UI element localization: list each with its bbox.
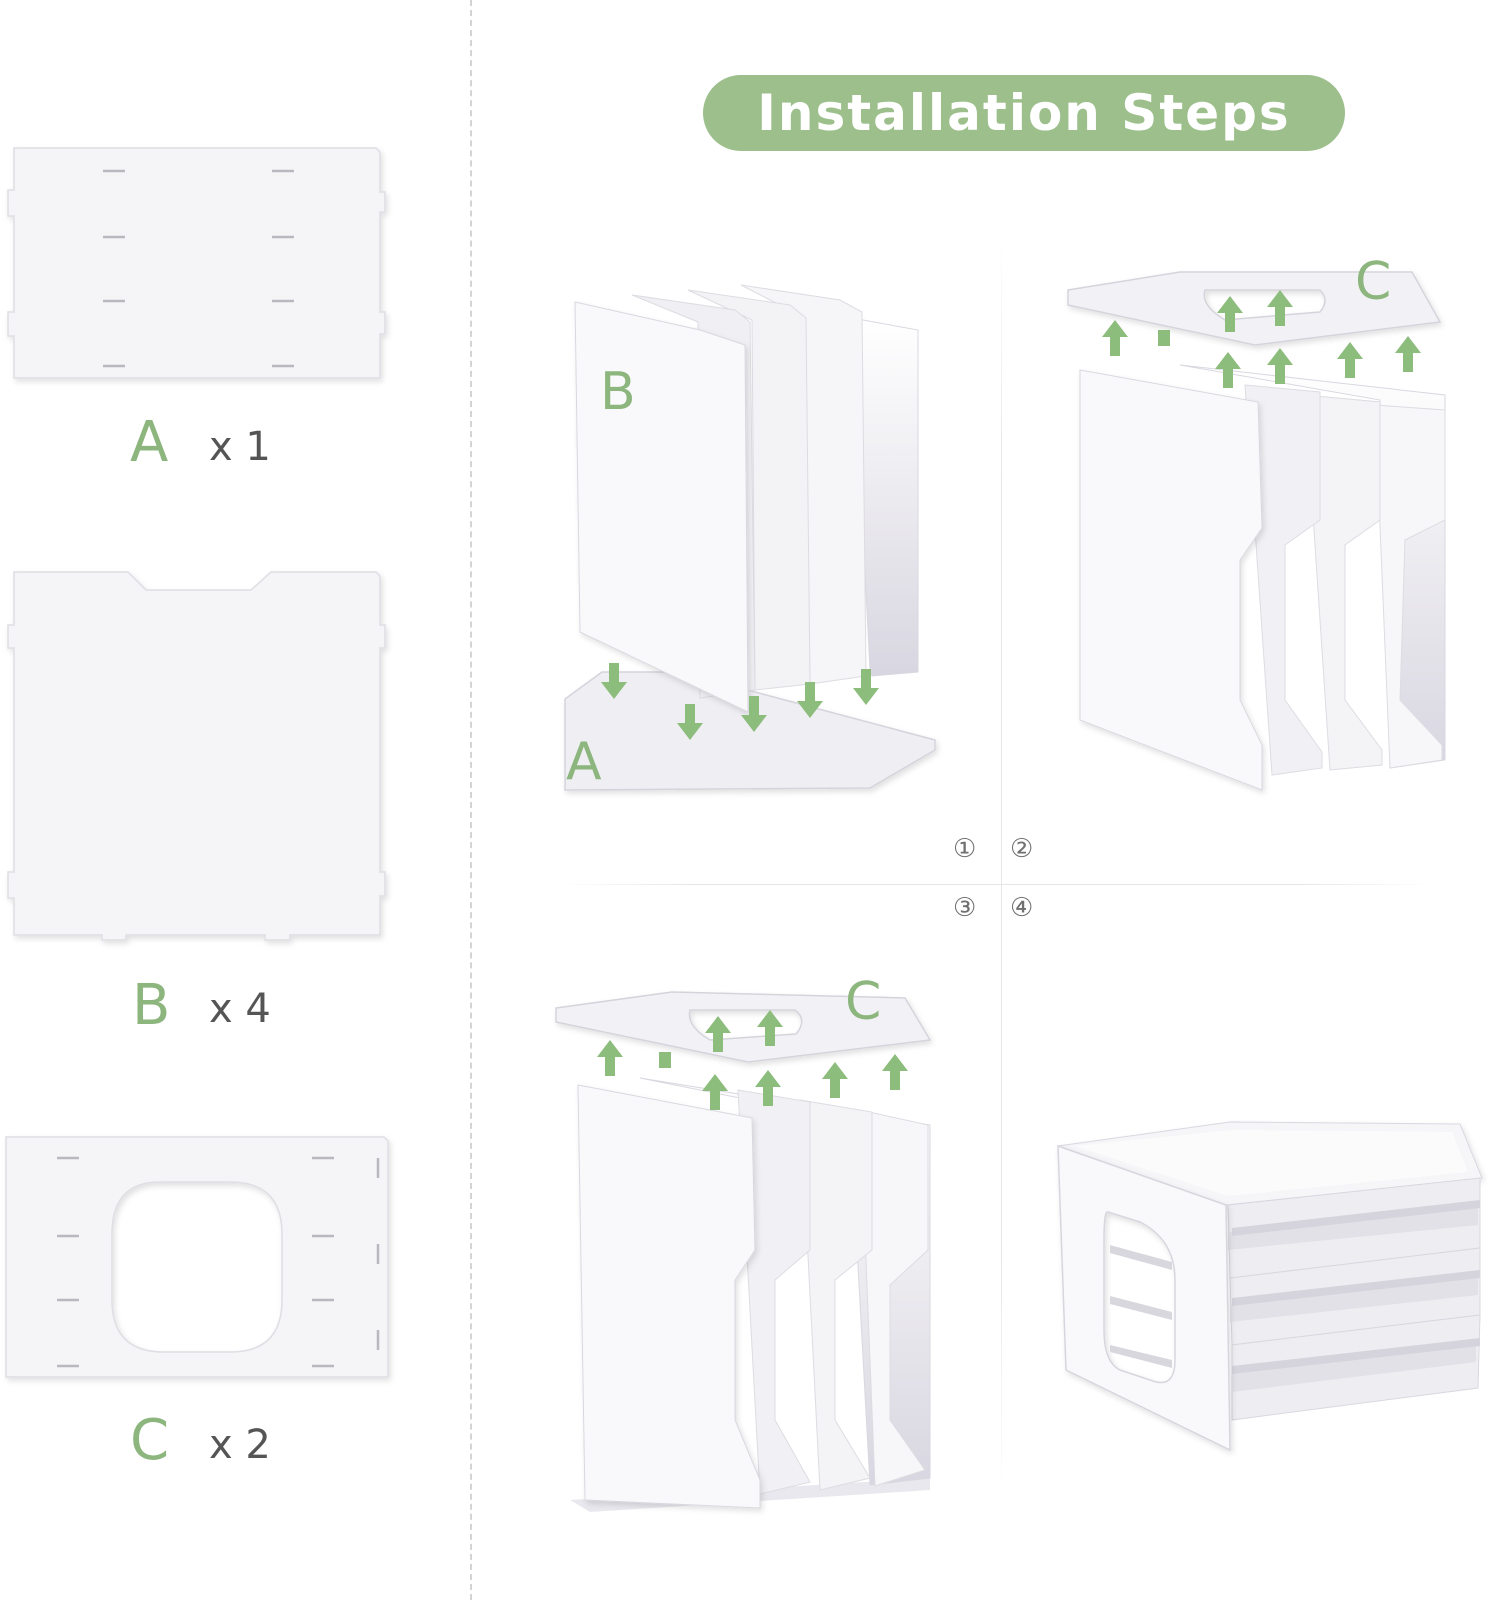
- steps-grid-horizontal: [560, 884, 1430, 885]
- part-c-slots: [57, 1156, 380, 1368]
- part-b-panel: [7, 571, 386, 941]
- step1-illustration: [564, 284, 936, 791]
- step-number-4: ④: [1010, 893, 1034, 923]
- part-b-letter: B: [132, 973, 171, 1038]
- panel-divider: [470, 0, 472, 1600]
- part-c-letter: C: [130, 1408, 170, 1473]
- step-number-1: ①: [953, 834, 977, 864]
- step2-illustration: [1067, 271, 1446, 791]
- step1-label-b: B: [600, 362, 636, 422]
- part-a-quantity: x 1: [209, 424, 271, 470]
- step1-label-a: A: [566, 732, 602, 792]
- step-number-2: ②: [1010, 834, 1034, 864]
- steps-grid-vertical: [1001, 230, 1002, 1500]
- step2-label-c: C: [1355, 252, 1392, 312]
- step-number-3: ③: [953, 893, 977, 923]
- part-a-panel: [7, 147, 386, 379]
- part-b-quantity: x 4: [209, 986, 271, 1032]
- part-c-quantity: x 2: [209, 1422, 271, 1468]
- step3-label-c: C: [845, 972, 882, 1032]
- part-c-panel: [5, 1136, 389, 1378]
- part-a-slots: [103, 169, 294, 368]
- step3-illustration: [555, 991, 932, 1512]
- part-a-letter: A: [130, 410, 169, 475]
- step4-illustration: [1057, 1121, 1483, 1452]
- page-title: Installation Steps: [703, 75, 1345, 151]
